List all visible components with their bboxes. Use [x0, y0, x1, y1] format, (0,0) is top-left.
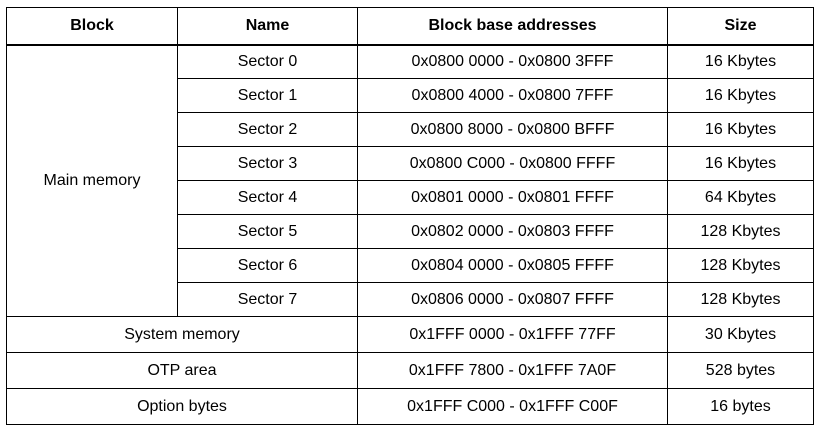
sector-addresses: 0x0800 8000 - 0x0800 BFFF [357, 112, 668, 147]
sector-size: 128 Kbytes [667, 248, 814, 283]
sector-name: Sector 5 [177, 214, 358, 249]
sector-addresses: 0x0804 0000 - 0x0805 FFFF [357, 248, 668, 283]
sector-size: 128 Kbytes [667, 282, 814, 317]
sector-addresses: 0x0801 0000 - 0x0801 FFFF [357, 180, 668, 215]
sector-name: Sector 4 [177, 180, 358, 215]
block-size: 30 Kbytes [667, 316, 814, 353]
table-row: Main memory Sector 0 0x0800 0000 - 0x080… [6, 44, 814, 317]
header-size: Size [667, 7, 814, 46]
header-addresses: Block base addresses [357, 7, 668, 46]
sector-name: Sector 6 [177, 248, 358, 283]
sector-size: 16 Kbytes [667, 78, 814, 113]
sector-addresses: 0x0806 0000 - 0x0807 FFFF [357, 282, 668, 317]
sector-addresses: 0x0802 0000 - 0x0803 FFFF [357, 214, 668, 249]
table-row: OTP area 0x1FFF 7800 - 0x1FFF 7A0F 528 b… [6, 352, 814, 389]
memory-map-table-container: Block Name Block base addresses Size Mai… [6, 7, 814, 425]
block-name: System memory [6, 316, 358, 353]
sector-name: Sector 3 [177, 146, 358, 181]
sector-name: Sector 7 [177, 282, 358, 317]
main-memory-block-cell: Main memory [6, 44, 178, 317]
sector-size: 64 Kbytes [667, 180, 814, 215]
sector-addresses: 0x0800 C000 - 0x0800 FFFF [357, 146, 668, 181]
sector-size: 16 Kbytes [667, 44, 814, 79]
block-size: 528 bytes [667, 352, 814, 389]
table-row: System memory 0x1FFF 0000 - 0x1FFF 77FF … [6, 316, 814, 353]
table-row: Sector 1 0x0800 4000 - 0x0800 7FFF 16 Kb… [7, 78, 814, 113]
sector-size: 16 Kbytes [667, 146, 814, 181]
header-name: Name [177, 7, 358, 46]
sector-size: 128 Kbytes [667, 214, 814, 249]
sector-addresses: 0x0800 4000 - 0x0800 7FFF [357, 78, 668, 113]
flash-memory-organization-table: Block Name Block base addresses Size Mai… [6, 7, 814, 425]
header-block: Block [6, 7, 178, 46]
table-row: Sector 3 0x0800 C000 - 0x0800 FFFF 16 Kb… [7, 146, 814, 181]
table-row: Sector 2 0x0800 8000 - 0x0800 BFFF 16 Kb… [7, 112, 814, 147]
table-header-row: Block Name Block base addresses Size [6, 7, 814, 46]
block-name: Option bytes [6, 388, 358, 425]
sector-name: Sector 2 [177, 112, 358, 147]
sector-size: 16 Kbytes [667, 112, 814, 147]
block-addresses: 0x1FFF C000 - 0x1FFF C00F [357, 388, 668, 425]
table-row: Option bytes 0x1FFF C000 - 0x1FFF C00F 1… [6, 388, 814, 425]
table-row: Sector 4 0x0801 0000 - 0x0801 FFFF 64 Kb… [7, 180, 814, 215]
sector-addresses: 0x0800 0000 - 0x0800 3FFF [357, 44, 668, 79]
table-row: Sector 5 0x0802 0000 - 0x0803 FFFF 128 K… [7, 214, 814, 249]
block-addresses: 0x1FFF 0000 - 0x1FFF 77FF [357, 316, 668, 353]
block-size: 16 bytes [667, 388, 814, 425]
block-addresses: 0x1FFF 7800 - 0x1FFF 7A0F [357, 352, 668, 389]
sector-name: Sector 0 [177, 44, 358, 79]
table-row: Sector 7 0x0806 0000 - 0x0807 FFFF 128 K… [7, 282, 814, 317]
table-row: Sector 6 0x0804 0000 - 0x0805 FFFF 128 K… [7, 248, 814, 283]
block-name: OTP area [6, 352, 358, 389]
sector-name: Sector 1 [177, 78, 358, 113]
